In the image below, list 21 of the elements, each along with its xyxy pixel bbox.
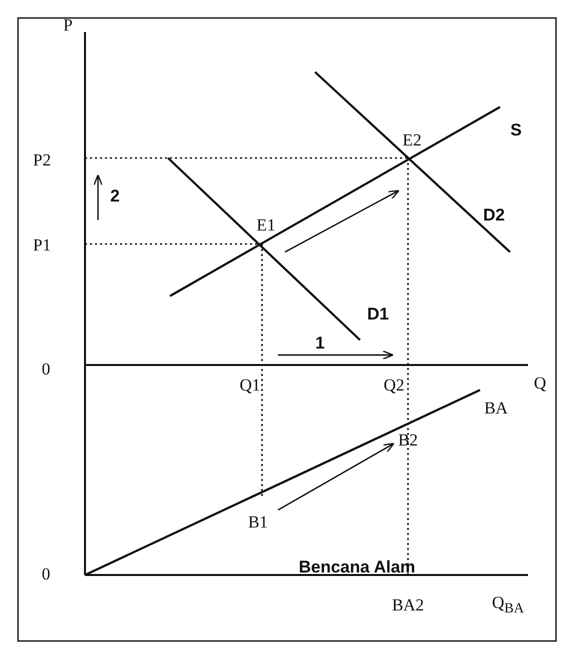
axis-label: Q2	[384, 376, 404, 394]
curve-label: D1	[367, 306, 389, 322]
axis-label: Q$_{BA}$	[492, 594, 524, 616]
area-label: Bencana Alam	[298, 558, 416, 576]
axis-label: P1	[33, 236, 51, 254]
axis-label: BA2	[392, 596, 424, 614]
direction-label: 2	[110, 188, 120, 204]
point-label: B1	[248, 514, 268, 530]
point-label: E1	[256, 216, 276, 234]
axis-label: 0	[42, 360, 50, 378]
axis-label: P2	[33, 152, 51, 168]
axis-label: P	[63, 16, 73, 34]
point-label: B2	[398, 432, 418, 448]
axis-label: Q1	[240, 376, 260, 394]
axis-label: 0	[42, 566, 50, 582]
curve-label: D2	[483, 206, 505, 224]
direction-label: 1	[315, 334, 325, 352]
axis-label: Q	[534, 374, 546, 392]
point-label: BA	[484, 400, 508, 416]
curve-label: S	[510, 122, 522, 138]
point-label: E2	[402, 132, 422, 148]
